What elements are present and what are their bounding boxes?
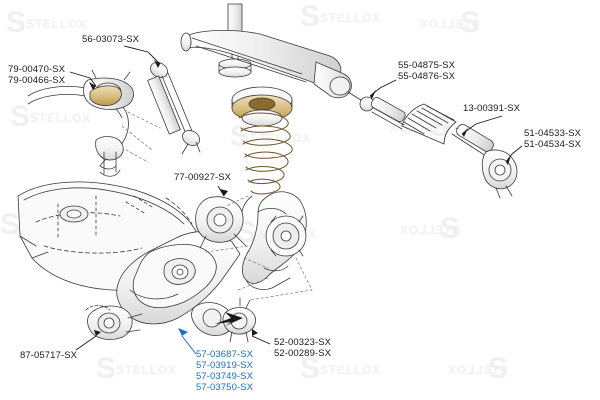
svg-text:S: S: [300, 0, 320, 33]
label-52-0032x-sx[interactable]: 52-00323-SX 52-00289-SX: [274, 337, 331, 359]
label-13-00391-sx[interactable]: 13-00391-SX: [463, 103, 520, 114]
svg-text:S: S: [430, 110, 450, 143]
svg-text:S: S: [488, 352, 508, 385]
label-line: 51-04533-SX: [524, 128, 582, 139]
label-line: 57-03749-SX: [196, 371, 254, 382]
label-line: 57-03687-SX: [196, 349, 254, 360]
label-line: 79-00470-SX: [8, 64, 66, 75]
subframe-bush: [85, 305, 111, 311]
svg-text:STELLOX: STELLOX: [30, 111, 91, 125]
label-line: 52-00289-SX: [274, 348, 332, 359]
label-line: 13-00391-SX: [463, 103, 521, 114]
stabilizer-link: [147, 62, 201, 155]
label-line: 55-04875-SX: [398, 60, 456, 71]
label-line: 55-04876-SX: [398, 71, 456, 82]
svg-text:STELLOX: STELLOX: [116, 363, 177, 377]
svg-text:STELLOX: STELLOX: [389, 121, 450, 135]
label-79-0047x-sx[interactable]: 79-00470-SX 79-00466-SX: [8, 64, 65, 86]
label-57-03687-sx-group[interactable]: 57-03687-SX 57-03919-SX 57-03749-SX 57-0…: [196, 349, 253, 393]
label-line: 87-05717-SX: [20, 350, 78, 361]
svg-text:STELLOX: STELLOX: [419, 17, 480, 31]
front-lower-control-arm: [87, 196, 247, 340]
coil-spring: [238, 112, 293, 195]
label-77-00927-sx[interactable]: 77-00927-SX: [174, 172, 231, 183]
label-87-05717-sx[interactable]: 87-05717-SX: [20, 350, 77, 361]
svg-text:STELLOX: STELLOX: [399, 223, 460, 237]
svg-text:STELLOX: STELLOX: [250, 131, 311, 145]
label-line: 56-03073-SX: [82, 34, 140, 45]
steering-linkage: [180, 29, 518, 199]
highlight-leader: [181, 335, 197, 355]
svg-text:STELLOX: STELLOX: [320, 11, 381, 25]
label-line: 77-00927-SX: [174, 172, 232, 183]
label-line: 79-00466-SX: [8, 75, 66, 86]
svg-text:S: S: [6, 6, 26, 39]
svg-text:S: S: [96, 352, 116, 385]
leader-arrows: [89, 60, 511, 336]
svg-text:S: S: [440, 212, 460, 245]
svg-text:S: S: [0, 208, 20, 241]
svg-text:S: S: [10, 100, 30, 133]
svg-text:STELLOX: STELLOX: [26, 17, 87, 31]
label-line: 52-00323-SX: [274, 337, 332, 348]
svg-text:S: S: [300, 352, 320, 385]
label-line: 51-04534-SX: [524, 139, 582, 150]
svg-text:STELLOX: STELLOX: [447, 363, 508, 377]
label-line: 57-03750-SX: [196, 382, 254, 393]
label-55-0487x-sx[interactable]: 55-04875-SX 55-04876-SX: [398, 60, 455, 82]
label-line: 57-03919-SX: [196, 360, 254, 371]
label-56-03073-sx[interactable]: 56-03073-SX: [82, 34, 139, 45]
steering-knuckle: [241, 191, 307, 290]
svg-text:S: S: [460, 6, 480, 39]
svg-text:STELLOX: STELLOX: [320, 363, 381, 377]
label-51-0453x-sx[interactable]: 51-04533-SX 51-04534-SX: [524, 128, 581, 150]
